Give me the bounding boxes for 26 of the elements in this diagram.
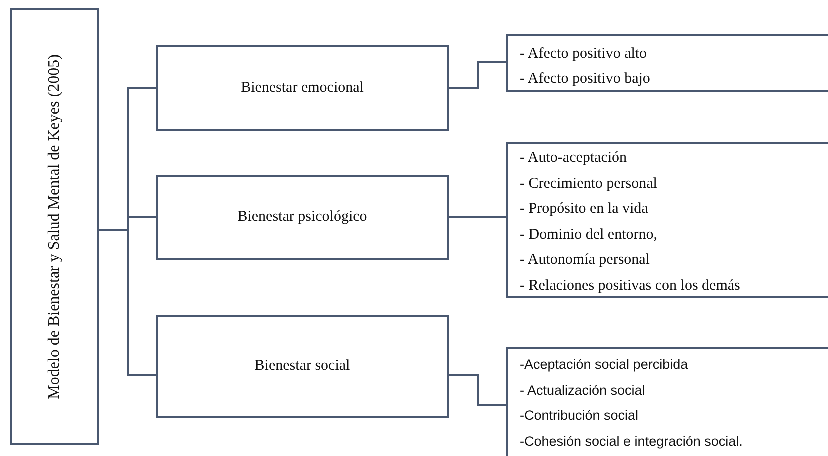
model-title: Modelo de Bienestar y Salud Mental de Keyes (2005): [46, 54, 64, 399]
dimension-box: [156, 315, 449, 418]
model-box: [10, 8, 99, 445]
dimension-box: [156, 175, 449, 260]
item-list-box: [506, 142, 828, 298]
connector-line: [449, 374, 506, 406]
list-item: - Autonomía personal: [520, 251, 650, 270]
dimension-label: Bienestar emocional: [241, 80, 364, 96]
list-item: -Contribución social: [520, 407, 639, 425]
list-item: -Cohesión social e integración social.: [520, 432, 743, 451]
item-list-box: [506, 347, 828, 456]
dimension-box: [156, 45, 449, 131]
connector-line: [449, 61, 506, 89]
dimension-label: Bienestar psicológico: [238, 209, 368, 226]
list-item: - Afecto positivo alto: [520, 45, 648, 64]
list-item: - Afecto positivo bajo: [520, 70, 650, 89]
list-item: - Dominio del entorno,: [520, 226, 658, 245]
dimension-label: Bienestar social: [254, 358, 350, 375]
list-item: - Crecimiento personal: [520, 174, 658, 194]
list-item: - Relaciones positivas con los demás: [520, 276, 740, 296]
list-item: - Propósito en la vida: [520, 200, 648, 220]
list-item: -Aceptación social percibida: [520, 356, 688, 374]
connector-line: [449, 216, 506, 218]
list-item: - Actualización social: [520, 382, 646, 400]
item-list-box: [506, 34, 828, 92]
list-item: - Auto-aceptación: [520, 149, 628, 168]
